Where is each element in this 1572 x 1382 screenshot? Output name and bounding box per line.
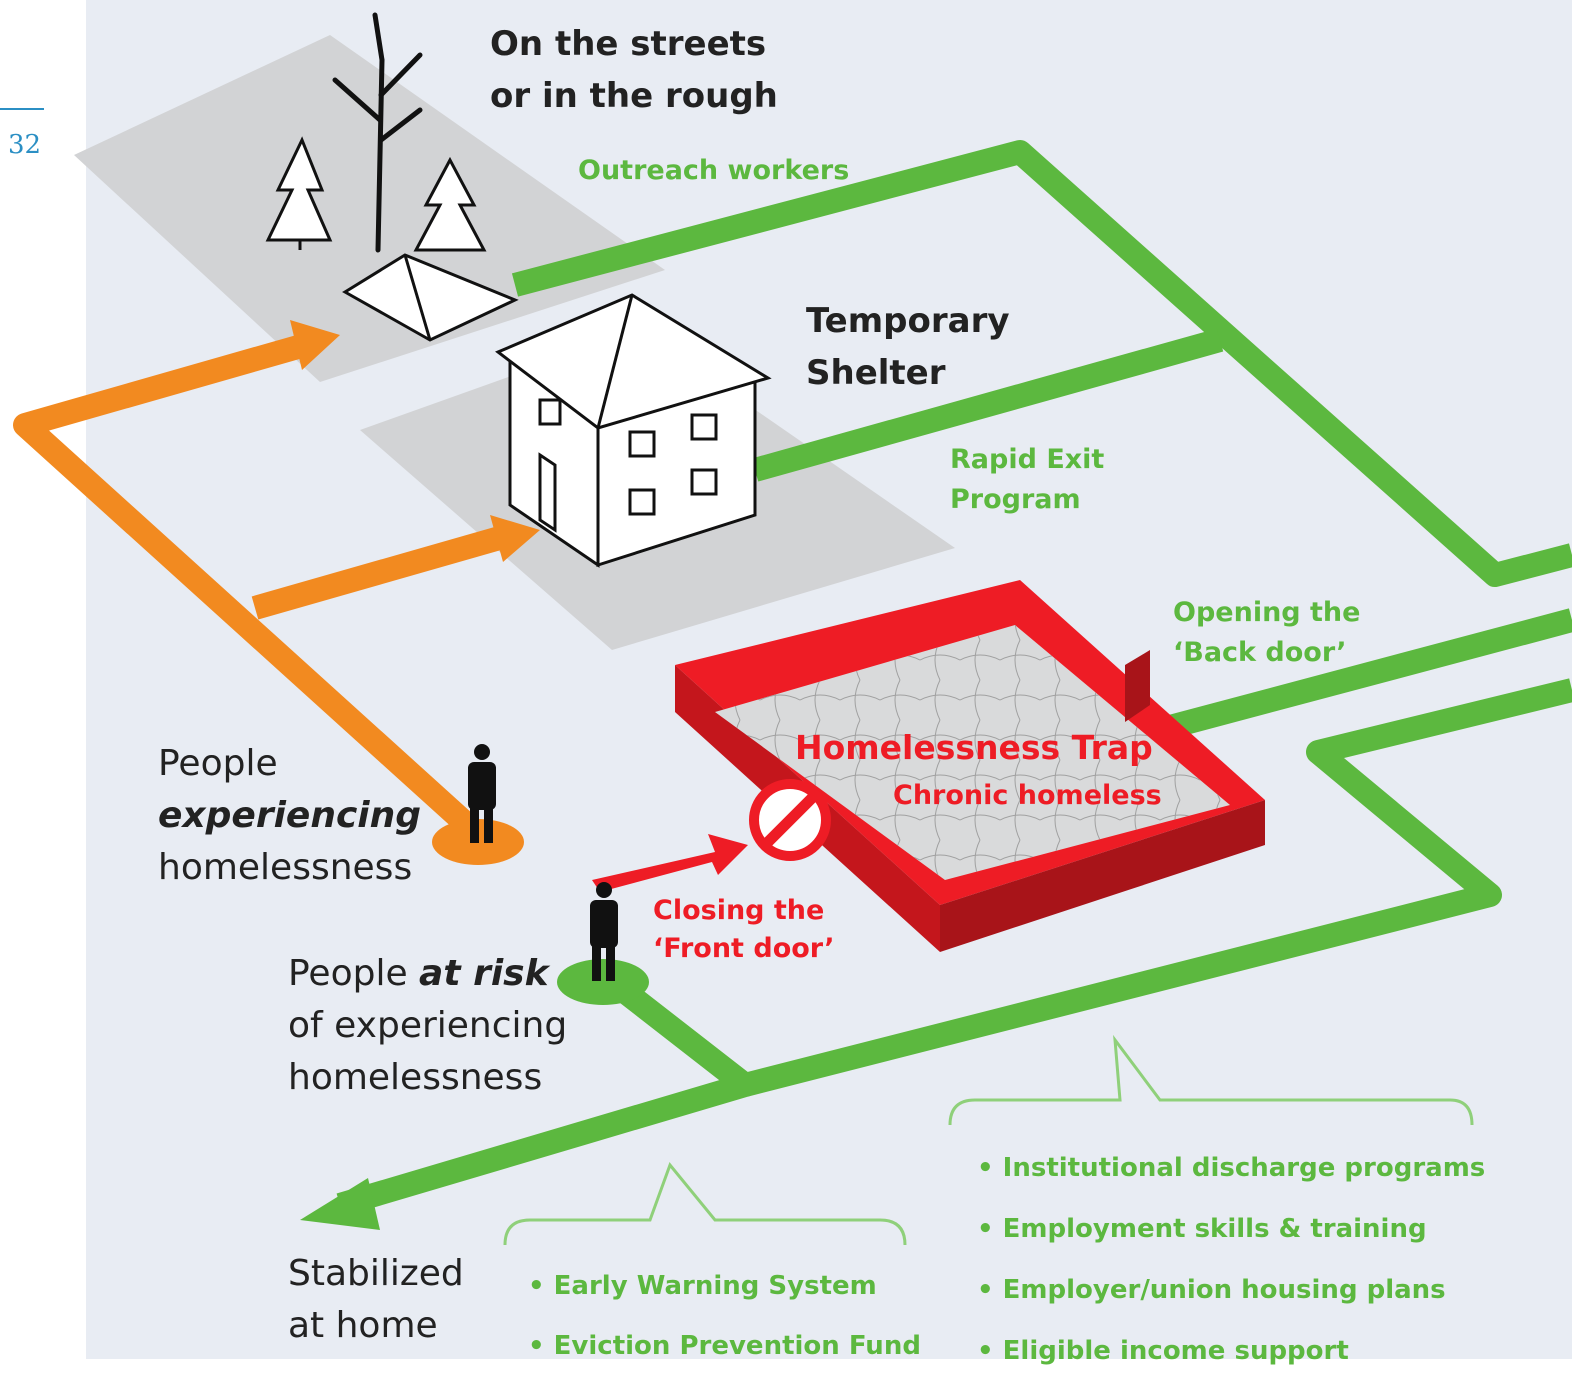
page-number: 32 bbox=[8, 130, 42, 160]
tree-icon bbox=[265, 136, 333, 250]
house-icon bbox=[495, 293, 772, 568]
exit-item: Employment skills & training bbox=[977, 1199, 1485, 1260]
streets-heading: On the streets or in the rough bbox=[490, 18, 778, 122]
to-shelter-path bbox=[251, 523, 514, 620]
rapid-exit-line2: Program bbox=[950, 484, 1081, 515]
person-at-risk-icon bbox=[590, 882, 618, 981]
streets-heading-line1: On the streets bbox=[490, 24, 767, 64]
back-door-line1: Opening the bbox=[1173, 597, 1361, 628]
back-door-label: Opening the ‘Back door’ bbox=[1173, 593, 1360, 673]
at-risk-line1a: People bbox=[288, 953, 420, 994]
at-risk-emphasis: at risk bbox=[419, 953, 549, 994]
outreach-label: Outreach workers bbox=[578, 155, 850, 186]
front-door-arrow bbox=[592, 834, 748, 892]
prevention-path bbox=[336, 970, 757, 1217]
green-paths bbox=[336, 140, 1572, 1217]
exit-programs-path bbox=[742, 678, 1572, 1097]
to-streets-path bbox=[13, 333, 484, 841]
back-door bbox=[1125, 650, 1150, 722]
page-number-rule bbox=[0, 108, 44, 110]
orange-paths bbox=[13, 333, 514, 841]
stabilized-label: Stabilized at home bbox=[288, 1248, 464, 1352]
at-risk-line1: People at risk bbox=[288, 948, 567, 1000]
no-entry-icon bbox=[749, 779, 831, 861]
front-door-line2: ‘Front door’ bbox=[653, 933, 835, 964]
experiencing-line1: People bbox=[158, 743, 278, 784]
shelter-heading-line1: Temporary bbox=[806, 301, 1010, 341]
at-risk-label: People at risk of experiencing homelessn… bbox=[288, 948, 567, 1104]
stabilized-arrowhead bbox=[300, 1178, 380, 1230]
exit-callout bbox=[948, 1034, 1474, 1126]
back-door-path bbox=[1136, 608, 1572, 747]
back-door-line2: ‘Back door’ bbox=[1173, 637, 1347, 668]
experiencing-label: People experiencing homelessness bbox=[158, 738, 421, 894]
exit-item: Employer/union housing plans bbox=[977, 1260, 1485, 1321]
exit-list: Institutional discharge programs Employm… bbox=[977, 1138, 1486, 1382]
rapid-exit-line1: Rapid Exit bbox=[950, 444, 1105, 475]
tent-icon bbox=[342, 253, 519, 342]
rapid-exit-path bbox=[751, 328, 1224, 482]
prevention-list: Early Warning System Eviction Prevention… bbox=[528, 1256, 921, 1376]
streets-platform bbox=[74, 35, 665, 382]
dead-tree-icon bbox=[332, 12, 423, 253]
person-experiencing-icon bbox=[468, 744, 496, 843]
exit-item: Institutional discharge programs bbox=[977, 1138, 1486, 1199]
streets-heading-line2: or in the rough bbox=[490, 76, 778, 116]
shelter-heading-line2: Shelter bbox=[806, 353, 946, 393]
tree-icon-2 bbox=[413, 156, 487, 252]
streets-arrowhead bbox=[290, 320, 340, 370]
prevention-item: Early Warning System bbox=[528, 1256, 921, 1316]
shelter-heading: Temporary Shelter bbox=[806, 295, 1010, 399]
trap-subtitle: Chronic homeless bbox=[893, 780, 1162, 811]
experiencing-line2: experiencing bbox=[158, 795, 422, 836]
prevention-item: Eviction Prevention Fund bbox=[528, 1316, 921, 1376]
outreach-path bbox=[511, 140, 1572, 587]
trap-title: Homelessness Trap bbox=[795, 728, 1153, 767]
at-risk-line3: homelessness bbox=[288, 1057, 543, 1098]
trap-wall-side bbox=[940, 800, 1265, 952]
experiencing-line3: homelessness bbox=[158, 847, 413, 888]
spider-web bbox=[715, 625, 1230, 880]
rapid-exit-label: Rapid Exit Program bbox=[950, 440, 1104, 520]
front-door-line1: Closing the bbox=[653, 895, 825, 926]
stabilized-line2: at home bbox=[288, 1305, 438, 1346]
at-risk-spot bbox=[557, 959, 649, 1005]
at-risk-line2: of experiencing bbox=[288, 1005, 568, 1046]
shelter-arrowhead bbox=[490, 515, 540, 562]
exit-item: Eligible income support bbox=[977, 1321, 1485, 1382]
stabilized-line1: Stabilized bbox=[288, 1253, 464, 1294]
front-door-label: Closing the ‘Front door’ bbox=[653, 892, 835, 968]
prevention-callout bbox=[503, 1162, 907, 1246]
